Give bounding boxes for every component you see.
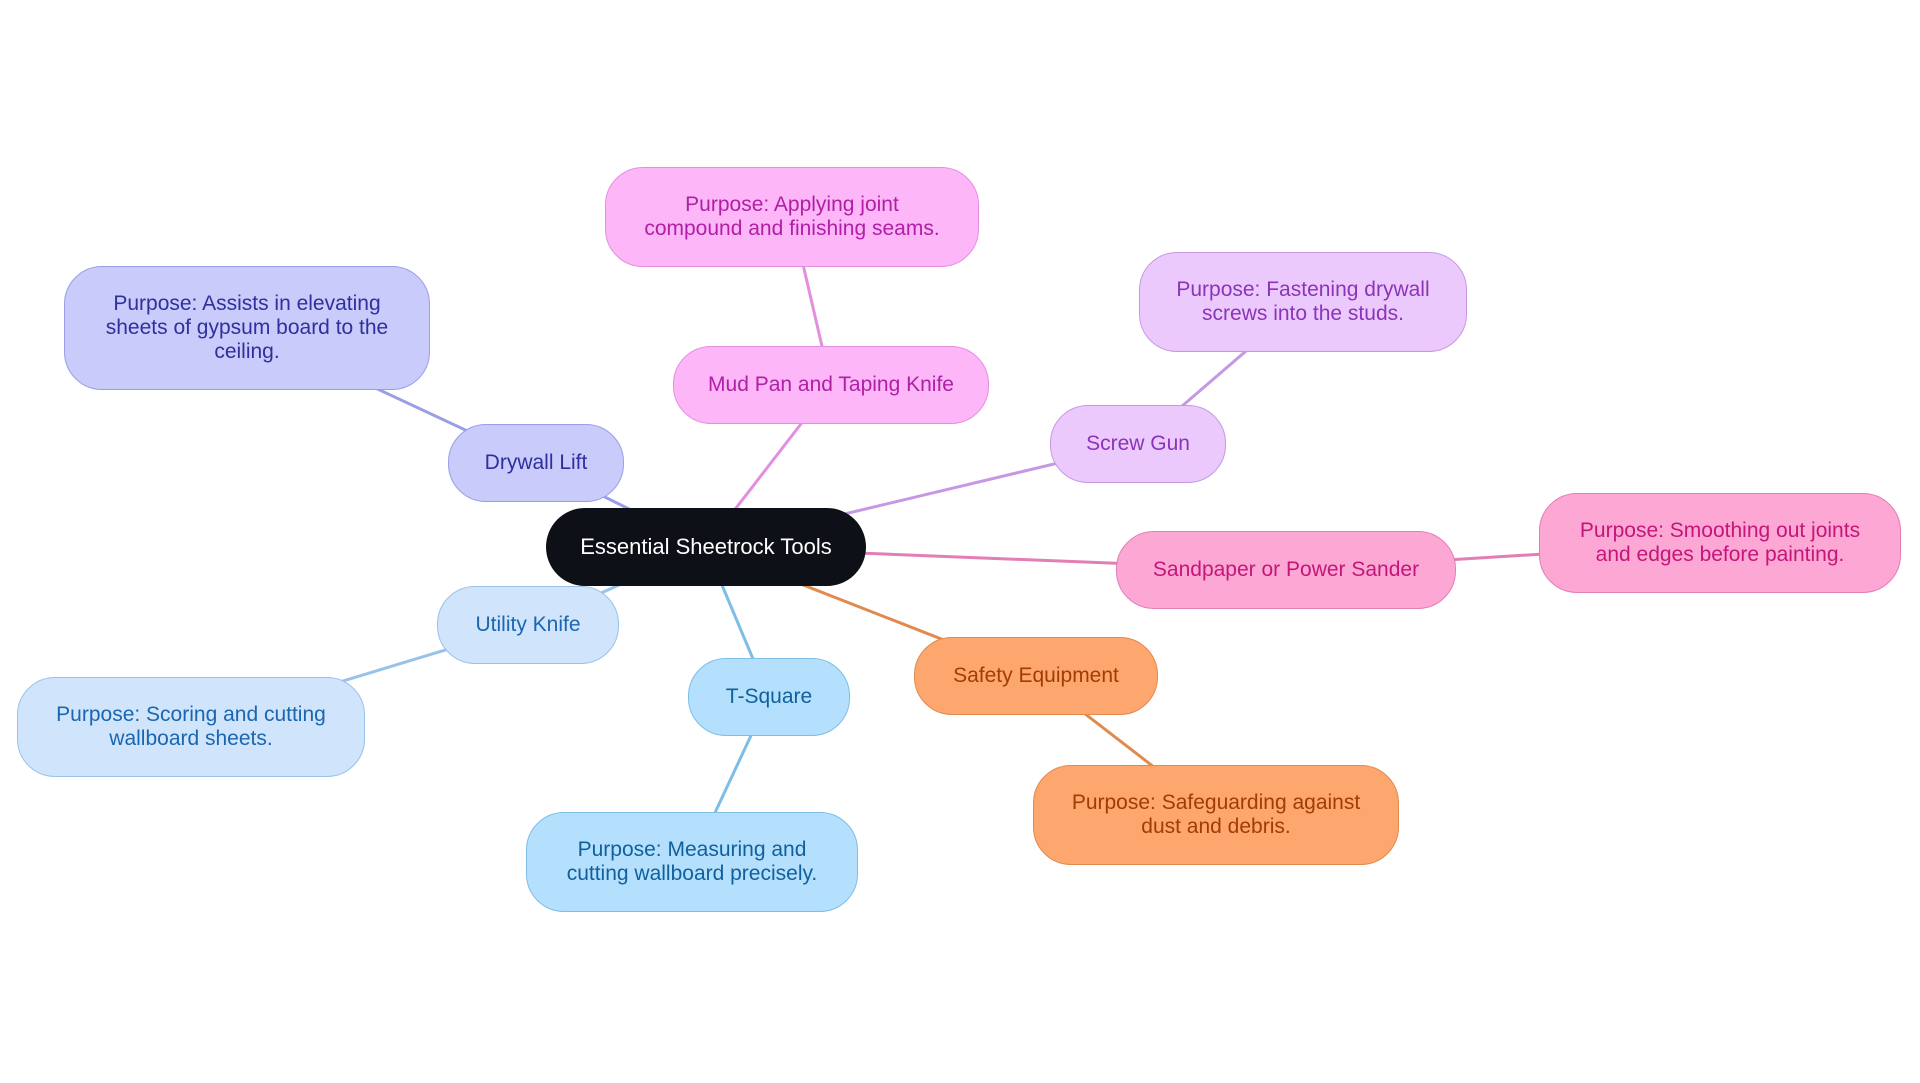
topic-node-drywall-lift[interactable]: Drywall Lift (448, 424, 624, 502)
topic-node-mud-pan[interactable]: Mud Pan and Taping Knife (673, 346, 989, 424)
root-node[interactable]: Essential Sheetrock Tools (546, 508, 866, 586)
topic-node-screw-gun[interactable]: Screw Gun (1050, 405, 1226, 483)
topic-node-safety[interactable]: Safety Equipment (914, 637, 1158, 715)
topic-node-t-square[interactable]: T-Square (688, 658, 850, 736)
topic-node-utility-knife[interactable]: Utility Knife (437, 586, 619, 664)
topic-node-sander[interactable]: Sandpaper or Power Sander (1116, 531, 1456, 609)
